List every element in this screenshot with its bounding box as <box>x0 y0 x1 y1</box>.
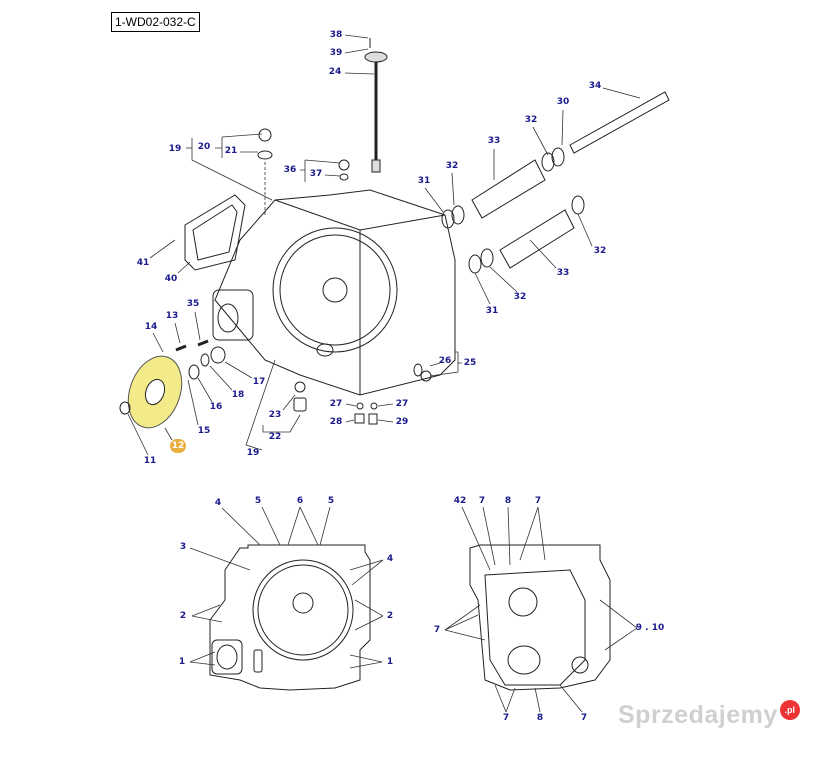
callout-33[interactable]: 33 <box>556 268 570 278</box>
watermark: Sprzedajemy <box>618 701 778 729</box>
callout-26[interactable]: 26 <box>438 356 452 366</box>
callout-34[interactable]: 34 <box>588 81 602 91</box>
callout-20[interactable]: 20 <box>197 142 211 152</box>
callout-41[interactable]: 41 <box>136 258 150 268</box>
highlighted-cover-part-12 <box>119 355 183 429</box>
front-callout-6[interactable]: 6 <box>296 496 304 506</box>
callout-33[interactable]: 33 <box>487 136 501 146</box>
front-callout-4[interactable]: 4 <box>214 498 222 508</box>
callout-32[interactable]: 32 <box>593 246 607 256</box>
rear-view-housing <box>469 544 611 691</box>
callout-27[interactable]: 27 <box>329 399 343 409</box>
rear-callout-7[interactable]: 7 <box>478 496 486 506</box>
rear-callout-8[interactable]: 8 <box>504 496 512 506</box>
callout-22[interactable]: 22 <box>268 432 282 442</box>
callout-38[interactable]: 38 <box>329 30 343 40</box>
front-callout-1[interactable]: 1 <box>386 657 394 667</box>
callout-32[interactable]: 32 <box>445 161 459 171</box>
watermark-badge: .pl <box>779 700 800 720</box>
callout-39[interactable]: 39 <box>329 48 343 58</box>
callout-24[interactable]: 24 <box>328 67 342 77</box>
rear-callout-9-10[interactable]: 9 . 10 <box>635 623 665 633</box>
rear-callout-7[interactable]: 7 <box>433 625 441 635</box>
transmission-housing <box>212 189 456 396</box>
callout-36[interactable]: 36 <box>283 165 297 175</box>
callout-11[interactable]: 11 <box>143 456 157 466</box>
shafts <box>441 91 670 274</box>
front-callout-2[interactable]: 2 <box>179 611 187 621</box>
callout-31[interactable]: 31 <box>485 306 499 316</box>
callout-27[interactable]: 27 <box>395 399 409 409</box>
callout-30[interactable]: 30 <box>556 97 570 107</box>
callout-18[interactable]: 18 <box>231 390 245 400</box>
front-callout-1[interactable]: 1 <box>178 657 186 667</box>
callout-29[interactable]: 29 <box>395 417 409 427</box>
callout-28[interactable]: 28 <box>329 417 343 427</box>
rear-callout-7[interactable]: 7 <box>580 713 588 723</box>
callout-40[interactable]: 40 <box>164 274 178 284</box>
callout-37[interactable]: 37 <box>309 169 323 179</box>
front-callout-5[interactable]: 5 <box>327 496 335 506</box>
callout-17[interactable]: 17 <box>252 377 266 387</box>
rear-callout-7[interactable]: 7 <box>534 496 542 506</box>
callout-21[interactable]: 21 <box>224 146 238 156</box>
rear-callout-42[interactable]: 42 <box>453 496 467 506</box>
callout-12-highlighted[interactable]: 12 <box>170 439 186 453</box>
callout-14[interactable]: 14 <box>144 322 158 332</box>
front-callout-4[interactable]: 4 <box>386 554 394 564</box>
callout-15[interactable]: 15 <box>197 426 211 436</box>
dipstick-part <box>364 38 388 173</box>
rear-callout-8[interactable]: 8 <box>536 713 544 723</box>
callout-16[interactable]: 16 <box>209 402 223 412</box>
callout-31[interactable]: 31 <box>417 176 431 186</box>
callout-19[interactable]: 19 <box>246 448 260 458</box>
front-callout-3[interactable]: 3 <box>179 542 187 552</box>
front-callout-2[interactable]: 2 <box>386 611 394 621</box>
callout-25[interactable]: 25 <box>463 358 477 368</box>
front-callout-5[interactable]: 5 <box>254 496 262 506</box>
callout-19[interactable]: 19 <box>168 144 182 154</box>
front-view-housing <box>209 544 371 691</box>
cover-plate-part <box>184 194 246 271</box>
callout-32[interactable]: 32 <box>513 292 527 302</box>
callout-32[interactable]: 32 <box>524 115 538 125</box>
rear-callout-7[interactable]: 7 <box>502 713 510 723</box>
callout-35[interactable]: 35 <box>186 299 200 309</box>
diagram-code: 1-WD02-032-C <box>111 12 200 32</box>
callout-13[interactable]: 13 <box>165 311 179 321</box>
watermark-group: Sprzedajemy .pl <box>618 700 800 730</box>
callout-23[interactable]: 23 <box>268 410 282 420</box>
